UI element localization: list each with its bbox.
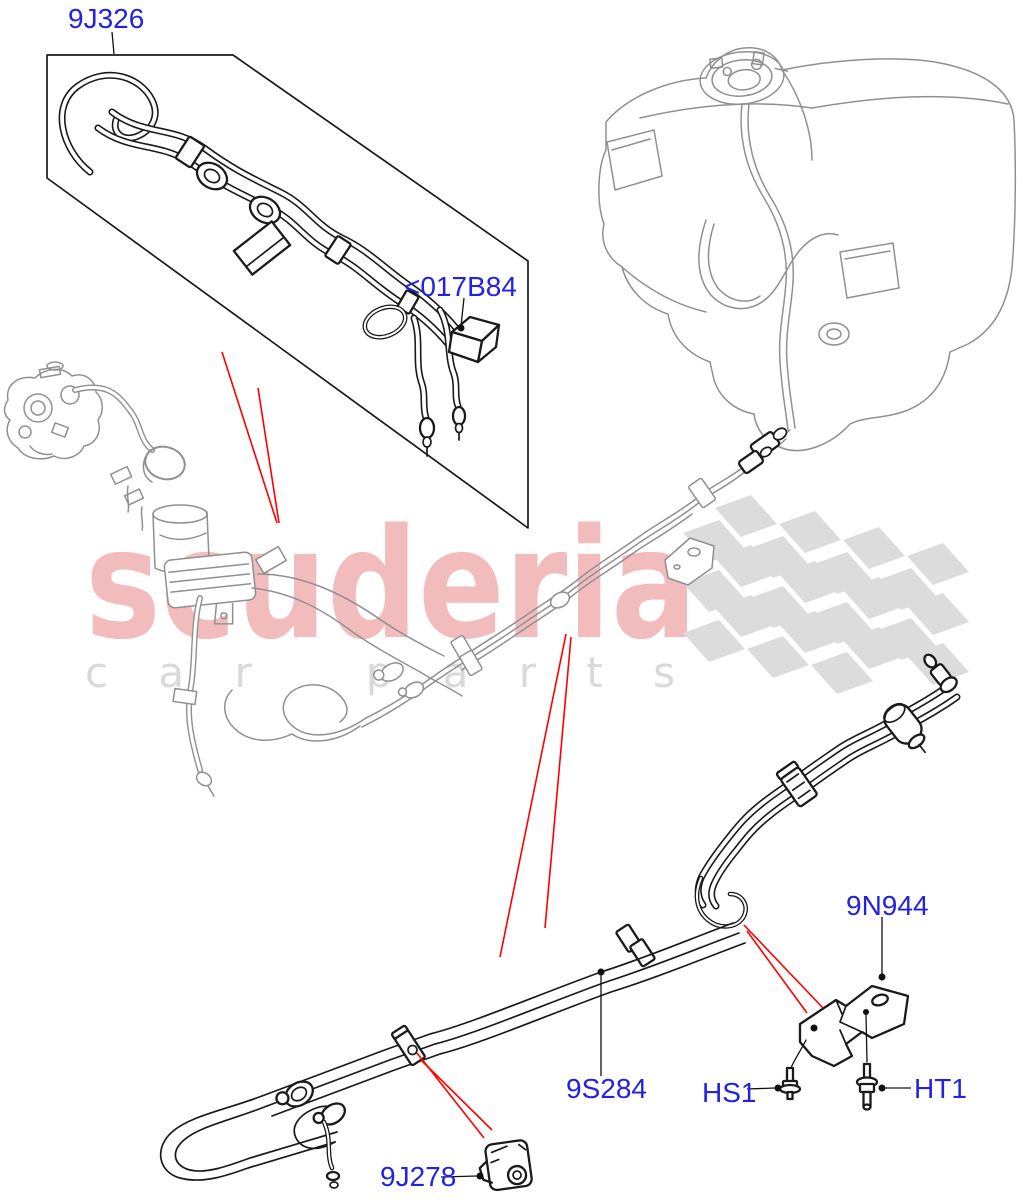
fuel-pipe-9s284-drawing	[159, 653, 961, 1189]
part-label-9n944[interactable]: 9N944	[846, 890, 929, 921]
underbody-fuel-lines-drawing	[224, 427, 791, 742]
flag-connector	[232, 220, 292, 276]
harness-box-9j326	[46, 54, 529, 529]
pipe-clip	[775, 760, 818, 808]
bracket-9n944-drawing	[789, 984, 910, 1071]
stud-ht1-drawing	[855, 1062, 879, 1111]
red-pointer-lines	[221, 351, 824, 1139]
injector-nozzle	[418, 405, 467, 457]
pipe-end-fitting	[923, 653, 958, 694]
engine-drawing	[3, 361, 103, 460]
bundle-clip	[390, 1024, 426, 1067]
tank-patch-right	[839, 242, 900, 299]
part-label-ht1[interactable]: HT1	[914, 1073, 967, 1104]
harness-9j326-drawing	[58, 71, 467, 457]
tank-patch-left	[606, 129, 663, 191]
injector-cup	[195, 161, 229, 191]
part-label-9s284[interactable]: 9S284	[566, 1073, 647, 1104]
pipe-damper	[883, 702, 927, 754]
tank-port	[818, 322, 850, 346]
underbody-bracket	[664, 537, 715, 586]
quick-connector-pair	[738, 427, 788, 475]
screw-hs1-drawing	[778, 1066, 802, 1101]
part-label-hs1[interactable]: HS1	[702, 1077, 756, 1108]
fuel-pump-module	[699, 50, 789, 105]
pipe-valve	[275, 1080, 314, 1108]
injector-cup	[248, 195, 282, 225]
part-label-9j326[interactable]: 9J326	[68, 3, 144, 34]
pipe-valve	[312, 1102, 346, 1126]
part-labels: 9J326 <017B84 9N944 9S284 HS1 HT1 9J278	[68, 3, 967, 1192]
callout-box	[46, 54, 529, 529]
fuel-tank-drawing	[598, 47, 1017, 452]
fuel-filter-cooler-drawing	[72, 384, 463, 797]
part-label-9j278[interactable]: 9J278	[380, 1161, 456, 1192]
leader-lines	[111, 31, 911, 1180]
part-label-017b84[interactable]: <017B84	[404, 271, 517, 302]
part-017b84-drawing	[447, 315, 501, 364]
clip-9j278-drawing	[478, 1139, 533, 1192]
